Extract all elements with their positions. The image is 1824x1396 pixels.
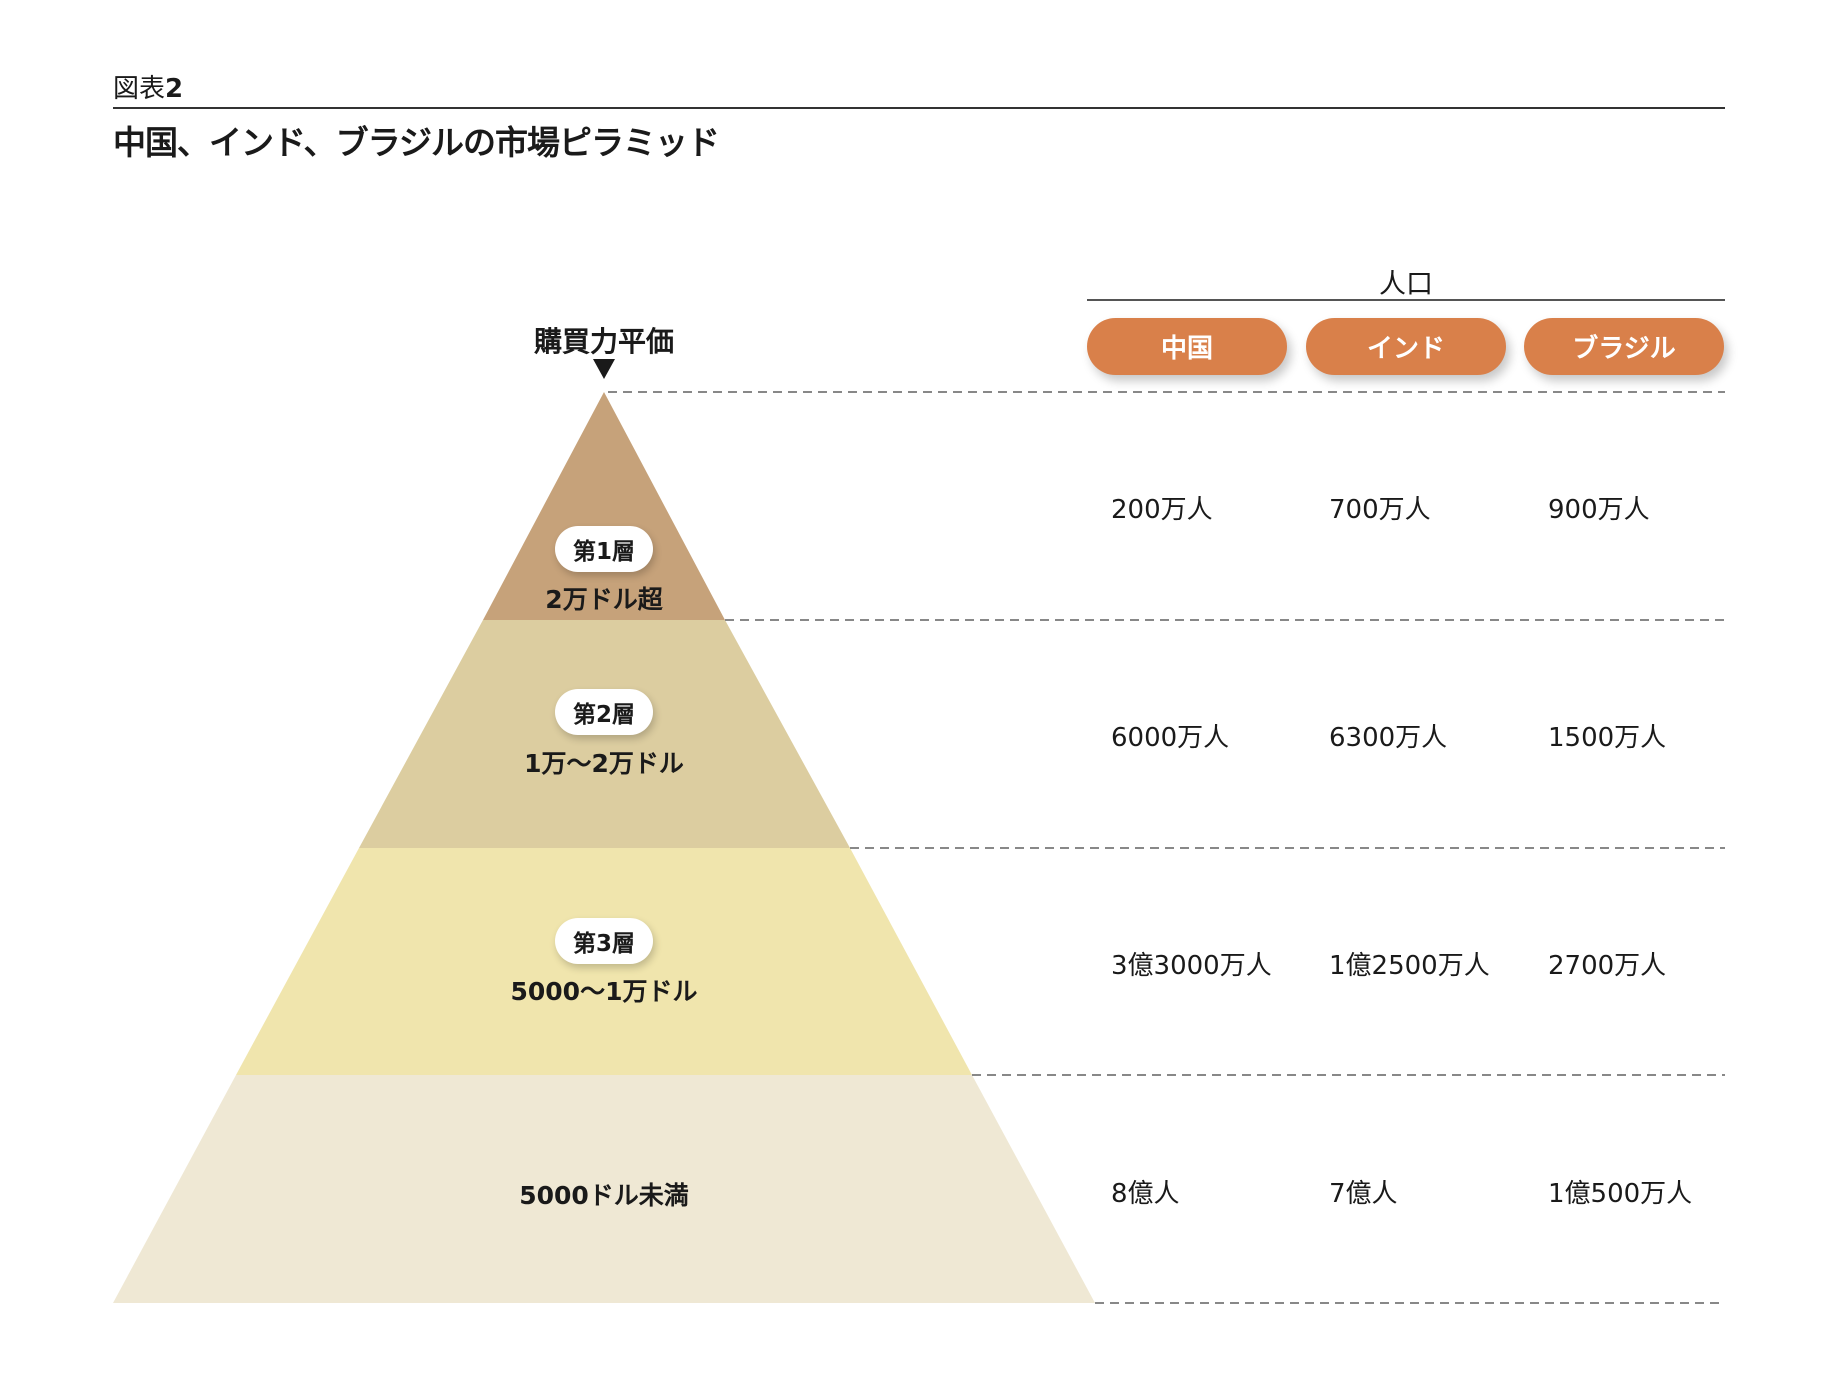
figure-label-number: 2 [165,74,184,104]
figure-label: 図表2 [113,68,183,105]
tier-3-badge: 第3層 [555,918,653,964]
tier-1-shape [483,392,725,620]
cell-tier2-china: 6000万人 [1111,723,1230,753]
tier-1-range: 2万ドル超 [545,585,663,614]
cell-tier3-india: 1億2500万人 [1329,951,1490,981]
ppp-axis-label: 購買力平価 [533,325,674,358]
down-arrow-icon [593,359,615,379]
tier-1-badge: 第1層 [555,526,653,572]
tier-4-range: 5000ドル未満 [519,1181,689,1210]
tier-2-badge: 第2層 [555,689,653,735]
cell-tier3-brazil: 2700万人 [1548,951,1667,981]
tier-divider-lines [608,391,1725,1304]
tier-3-range: 5000～1万ドル [510,977,698,1006]
cell-tier2-brazil: 1500万人 [1548,723,1667,753]
tier-2-range: 1万～2万ドル [524,749,684,778]
cell-tier4-india: 7億人 [1329,1179,1398,1209]
cell-tier4-brazil: 1億500万人 [1548,1179,1693,1209]
cell-tier1-india: 700万人 [1329,495,1431,525]
header-rule [113,107,1725,109]
population-header: 人口 [1379,269,1433,300]
population-header-rule [1087,299,1725,301]
column-header-brazil: ブラジル [1524,318,1724,375]
cell-tier4-china: 8億人 [1111,1179,1180,1209]
cell-tier3-china: 3億3000万人 [1111,951,1272,981]
cell-tier2-india: 6300万人 [1329,723,1448,753]
column-header-china: 中国 [1087,318,1287,375]
figure-label-prefix: 図表 [113,74,166,104]
cell-tier1-brazil: 900万人 [1548,495,1650,525]
tier-4-shape [113,1075,1095,1303]
page-title: 中国、インド、ブラジルの市場ピラミッド [113,123,720,162]
cell-tier1-china: 200万人 [1111,495,1213,525]
column-header-india: インド [1306,318,1506,375]
